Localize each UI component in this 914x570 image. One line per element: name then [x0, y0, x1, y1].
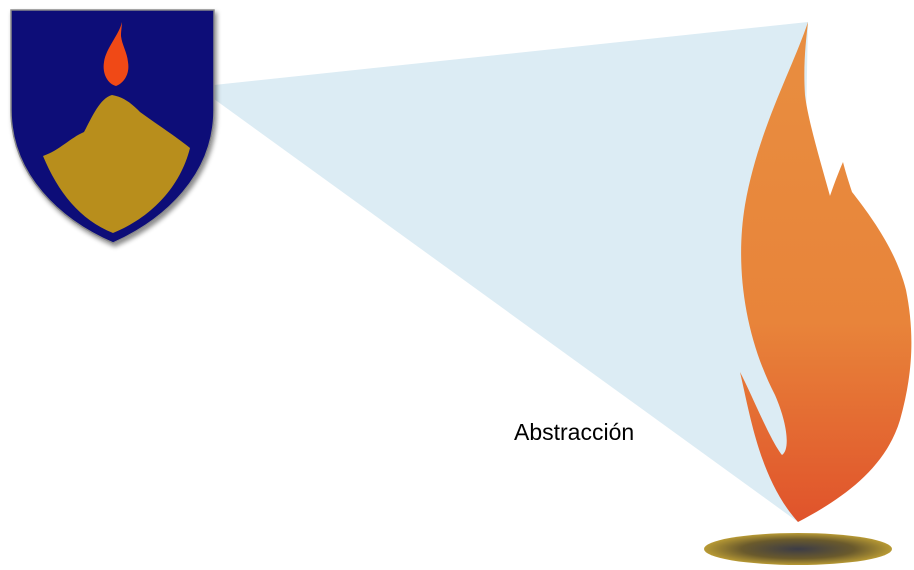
flame-base-ellipse	[704, 533, 892, 565]
projection-beam	[214, 22, 808, 522]
abstraction-label: Abstracción	[514, 419, 634, 446]
coat-of-arms-emblem	[11, 10, 214, 243]
